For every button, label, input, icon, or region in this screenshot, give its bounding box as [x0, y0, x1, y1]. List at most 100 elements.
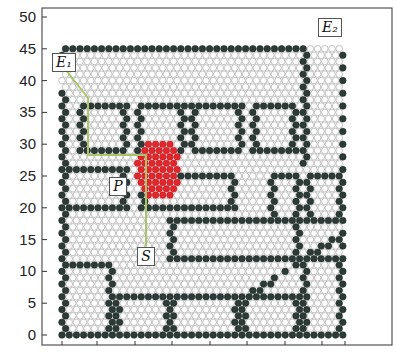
floor-cell [278, 275, 285, 282]
floor-cell [210, 243, 217, 250]
floor-cell [131, 52, 138, 59]
floor-cell [102, 281, 109, 288]
wall-cell [239, 103, 246, 110]
floor-cell [239, 77, 246, 84]
floor-cell [152, 217, 159, 224]
floor-cell [210, 281, 217, 288]
floor-cell [314, 185, 321, 192]
floor-cell [124, 243, 131, 250]
floor-cell [307, 109, 314, 116]
floor-cell [70, 160, 77, 167]
floor-cell [228, 160, 235, 167]
wall-cell [224, 217, 231, 224]
floor-cell [185, 325, 192, 332]
floor-cell [203, 116, 210, 123]
floor-cell [196, 77, 203, 84]
floor-cell [66, 103, 73, 110]
floor-cell [329, 262, 336, 269]
floor-cell [127, 325, 134, 332]
floor-cell [70, 185, 77, 192]
floor-cell [286, 287, 293, 294]
axis-tick-label: 30 [10, 136, 36, 152]
floor-cell [246, 154, 253, 161]
wall-cell [264, 147, 271, 154]
wall-cell [59, 268, 66, 275]
floor-cell [314, 300, 321, 307]
floor-cell [322, 96, 329, 103]
floor-cell [181, 52, 188, 59]
wall-cell [134, 122, 141, 129]
floor-cell [257, 325, 264, 332]
floor-cell [228, 58, 235, 65]
floor-cell [131, 179, 138, 186]
floor-cell [91, 173, 98, 180]
floor-cell [286, 275, 293, 282]
wall-cell [167, 255, 174, 262]
floor-cell [311, 90, 318, 97]
floor-cell [271, 224, 278, 231]
wall-cell [138, 205, 145, 212]
floor-cell [314, 325, 321, 332]
floor-cell [131, 205, 138, 212]
floor-cell [250, 198, 257, 205]
floor-cell [102, 230, 109, 237]
floor-cell [228, 135, 235, 142]
floor-cell [77, 313, 84, 320]
floor-cell [170, 287, 177, 294]
floor-cell [102, 90, 109, 97]
floor-cell [221, 185, 228, 192]
floor-cell [282, 166, 289, 173]
wall-cell [181, 255, 188, 262]
floor-cell [246, 65, 253, 72]
floor-cell [174, 116, 181, 123]
floor-cell [264, 96, 271, 103]
floor-cell [275, 179, 282, 186]
floor-cell [116, 255, 123, 262]
floor-cell [178, 185, 185, 192]
wall-cell [106, 287, 113, 294]
floor-cell [167, 281, 174, 288]
floor-cell [88, 217, 95, 224]
wall-cell [217, 103, 224, 110]
floor-cell [318, 179, 325, 186]
floor-cell [109, 65, 116, 72]
floor-cell [332, 128, 339, 135]
wall-cell [188, 255, 195, 262]
wall-cell [59, 179, 66, 186]
floor-cell [282, 128, 289, 135]
wall-cell [293, 211, 300, 218]
floor-cell [98, 236, 105, 243]
floor-cell [325, 166, 332, 173]
floor-cell [116, 243, 123, 250]
wall-cell [232, 255, 239, 262]
floor-cell [336, 160, 343, 167]
floor-cell [329, 198, 336, 205]
wall-cell [311, 332, 318, 339]
floor-cell [293, 287, 300, 294]
floor-cell [134, 313, 141, 320]
floor-cell [242, 71, 249, 78]
floor-cell [210, 179, 217, 186]
floor-cell [318, 294, 325, 301]
floor-cell [268, 90, 275, 97]
fire-cell [163, 147, 170, 154]
floor-cell [217, 306, 224, 313]
floor-cell [264, 313, 271, 320]
floor-cell [224, 306, 231, 313]
floor-cell [185, 147, 192, 154]
wall-cell [340, 281, 347, 288]
wall-cell [300, 122, 307, 129]
floor-cell [221, 198, 228, 205]
floor-cell [278, 249, 285, 256]
wall-cell [286, 173, 293, 180]
floor-cell [167, 268, 174, 275]
floor-cell [224, 65, 231, 72]
wall-cell [62, 249, 69, 256]
wall-cell [340, 255, 347, 262]
floor-cell [311, 230, 318, 237]
floor-cell [318, 281, 325, 288]
floor-cell [163, 109, 170, 116]
floor-cell [127, 160, 134, 167]
floor-cell [217, 230, 224, 237]
